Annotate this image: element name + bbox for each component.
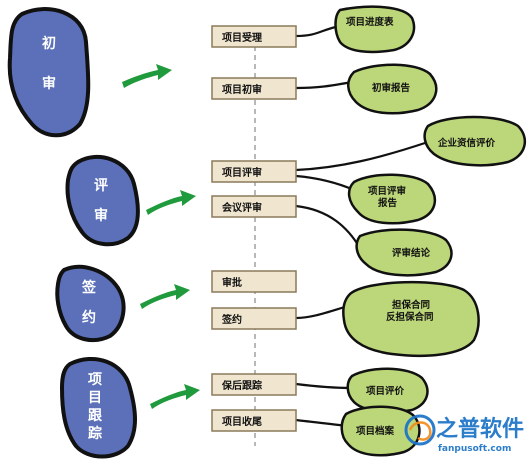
output-blob: 项目档案: [340, 405, 421, 457]
output-label-line: 项目评审: [368, 185, 406, 197]
process-box-label: 审批: [222, 276, 242, 289]
output-label: 评审结论: [392, 247, 431, 259]
stage-blob: [59, 356, 137, 459]
stage-pingshen: 评审: [65, 155, 140, 247]
process-box-label: 项目评审: [222, 166, 262, 179]
output-label-line: 反担保合同: [386, 311, 434, 323]
output-blob: 项目评价: [346, 367, 429, 414]
output-label: 企业资信评价: [437, 137, 496, 149]
stage-arrow: [140, 284, 190, 309]
stage-blob: [65, 155, 140, 247]
process-box: 项目受理: [211, 25, 297, 48]
process-box: 保后跟踪: [211, 373, 297, 396]
stage-arrow: [122, 64, 172, 88]
process-box-label: 会议评审: [222, 201, 262, 214]
output-label: 担保合同 反担保合同: [386, 299, 434, 323]
stage-arrow: [146, 190, 196, 215]
stage-blob: [7, 7, 91, 138]
stage-arrow: [150, 384, 200, 409]
stage-label-char: 约: [82, 309, 96, 326]
output-label: 初审报告: [372, 82, 411, 94]
process-box: 项目评审: [211, 160, 297, 183]
watermark-name: 之普软件: [436, 416, 524, 442]
output-label: 项目进度表: [346, 16, 394, 28]
output-label: 项目档案: [356, 425, 395, 437]
process-box: 项目初审: [211, 77, 297, 100]
process-box-label: 签约: [221, 313, 242, 326]
output-blob: 企业资信评价: [423, 115, 527, 167]
output-blob: 初审报告: [347, 63, 438, 115]
stage-label-char: 项: [88, 372, 102, 388]
stage-chushen: 初审: [7, 7, 91, 138]
output-label-line: 担保合同: [392, 299, 430, 311]
stage-label-char: 目: [88, 390, 102, 406]
stage-qianyue: 签约: [55, 264, 126, 343]
output-blob: 担保合同 反担保合同: [342, 280, 480, 358]
stage-label-char: 初: [42, 35, 56, 52]
logo-swirl-icon: [408, 421, 432, 441]
output-label: 项目评审 报告: [368, 185, 409, 209]
watermark-url: fanpusoft.com: [438, 444, 511, 454]
process-box-label: 项目受理: [222, 31, 262, 44]
watermark-logo: 之普软件 fanpusoft.com: [404, 414, 524, 454]
process-box-label: 保后跟踪: [221, 379, 262, 392]
process-box: 项目收尾: [211, 409, 297, 432]
output-label-line: 报告: [378, 197, 398, 209]
output-label: 项目评价: [366, 385, 405, 397]
process-box-label: 项目初审: [222, 83, 262, 96]
stage-label-char: 审: [94, 207, 108, 224]
process-box-label: 项目收尾: [222, 415, 262, 428]
stage-label-char: 审: [42, 75, 56, 92]
stage-blob: [55, 264, 126, 343]
stage-label-char: 签: [81, 279, 97, 296]
stage-label-char: 评: [94, 178, 108, 194]
stage-label-char: 跟: [88, 408, 103, 424]
logo-swirl-icon: [404, 414, 436, 446]
process-box: 签约: [211, 307, 297, 330]
output-blob: 项目评审 报告: [347, 173, 437, 225]
process-box: 审批: [211, 270, 297, 293]
stage-label-char: 踪: [88, 425, 102, 442]
process-box: 会议评审: [211, 195, 297, 218]
output-blob: 评审结论: [355, 228, 453, 277]
output-blob: 项目进度表: [334, 5, 416, 54]
